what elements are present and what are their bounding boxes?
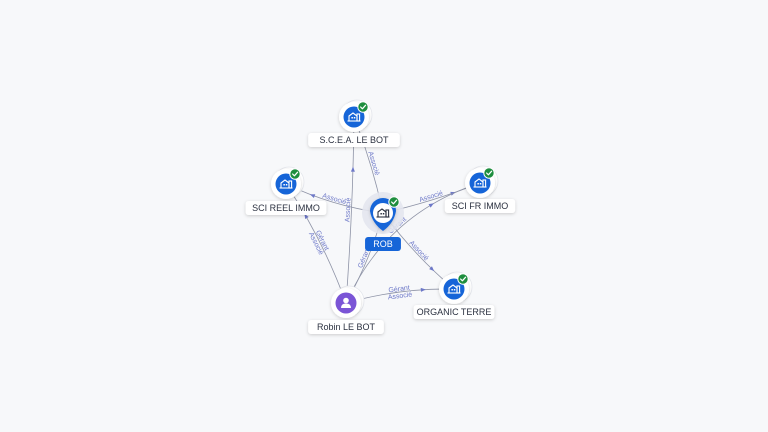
edge-label: Associé [418,190,444,204]
node-label: ORGANIC TERRE [417,307,492,317]
node-reel[interactable]: SCI REEL IMMO [245,166,327,215]
edge-label: Associé [366,151,380,177]
node-label-pill [308,320,384,334]
node-rob[interactable]: ROB [362,192,404,251]
verified-check-icon [388,196,400,208]
nodes-layer: S.C.E.A. LE BOT SCI REEL IMMO SCI FR IMMO R… [245,99,516,334]
verified-check-icon [289,168,301,180]
node-label-pill [245,201,327,215]
edge-line [345,182,481,304]
building-icon [279,179,293,189]
verified-check-icon [357,101,369,113]
edge-arrow [428,203,434,208]
node-organic[interactable]: ORGANIC TERRE [413,271,495,319]
node-label-pill [308,133,400,147]
node-scea[interactable]: S.C.E.A. LE BOT [308,99,400,147]
verified-check-icon [457,273,469,285]
node-robin[interactable]: Robin LE BOT [308,285,384,334]
edge-label: GérantAssocié [307,228,331,256]
edge-arrow [420,287,426,292]
building-icon [447,284,461,294]
node-label: SCI REEL IMMO [252,203,320,213]
verified-check-icon [483,167,495,179]
node-label: ROB [373,239,393,249]
edge-label: GérantAssocié [387,284,413,301]
node-label-pill [444,199,516,213]
node-label: Robin LE BOT [317,322,376,332]
building-icon [376,208,390,218]
edge-arrow [429,266,435,272]
edge-label: Associé [344,197,352,222]
building-icon [473,178,487,188]
node-label: SCI FR IMMO [452,201,509,211]
building-icon [347,112,361,122]
node-label-pill [365,237,401,251]
edge-arrow [304,213,309,220]
node-label: S.C.E.A. LE BOT [319,135,389,145]
edge-arrow [350,166,355,172]
node-fr[interactable]: SCI FR IMMO [444,165,516,213]
node-label-pill [413,305,495,319]
person-icon [341,297,351,308]
edge-arrow [309,194,316,198]
edge-label: Associé [408,240,430,263]
